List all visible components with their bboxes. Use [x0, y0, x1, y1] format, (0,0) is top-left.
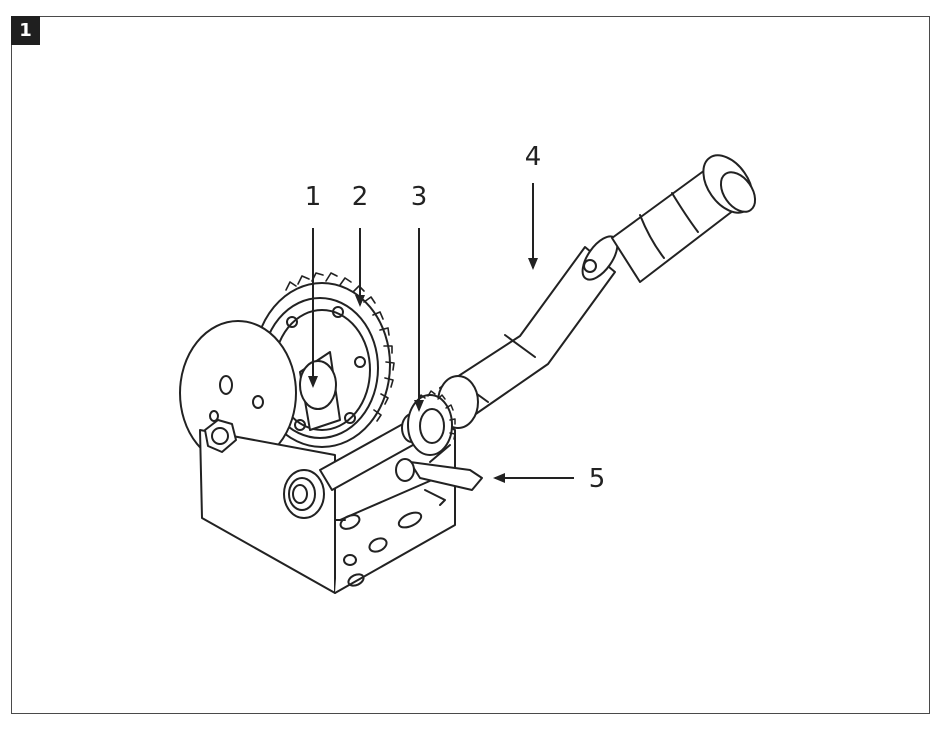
- figure-number-badge: 1: [11, 16, 40, 45]
- callout-label-2: 2: [352, 182, 369, 212]
- callout-label-1: 1: [305, 182, 322, 212]
- callout-label-5: 5: [589, 464, 606, 494]
- base-bracket: [199, 413, 456, 594]
- callout-label-4: 4: [525, 142, 542, 172]
- figure-frame: [11, 16, 930, 714]
- callout-label-3: 3: [411, 182, 428, 212]
- ratchet-lever: [395, 444, 483, 506]
- drum: [299, 351, 341, 431]
- crank-handle: [437, 154, 757, 429]
- callout-labels: 1 2 3 4 5: [305, 142, 606, 494]
- callout-leaders: [308, 183, 574, 483]
